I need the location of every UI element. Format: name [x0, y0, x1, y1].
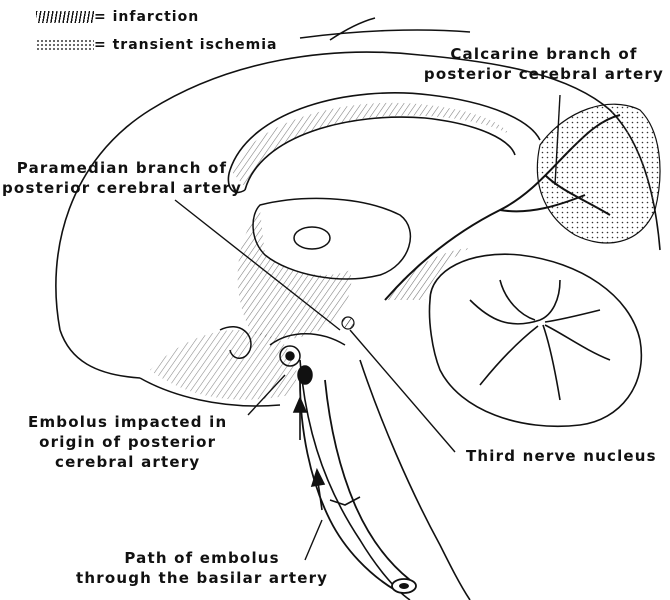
label-paramedian-branch: Paramedian branch of posterior cerebral … — [2, 158, 242, 198]
label-embolus-impacted: Embolus impacted in origin of posterior … — [28, 412, 227, 472]
tentorium-hatch — [385, 248, 470, 300]
legend-ischemia-label: = transient ischemia — [94, 37, 278, 53]
label-third-nerve-nucleus: Third nerve nucleus — [466, 446, 657, 466]
third-nerve-nucleus — [342, 317, 354, 329]
legend-infarction: = infarction — [36, 8, 199, 26]
callosum-hatch — [232, 103, 510, 188]
pons-hatch — [150, 330, 297, 400]
label-path-of-embolus: Path of embolus through the basilar arte… — [76, 548, 328, 588]
cerebellum — [429, 254, 641, 426]
legend-ischemia: = transient ischemia — [36, 36, 278, 54]
midbrain-hatch — [238, 210, 352, 339]
legend-infarction-label: = infarction — [94, 9, 199, 25]
label-calcarine-branch: Calcarine branch of posterior cerebral a… — [424, 44, 664, 84]
ischemia-swatch — [36, 39, 94, 51]
infarction-swatch — [36, 11, 94, 23]
